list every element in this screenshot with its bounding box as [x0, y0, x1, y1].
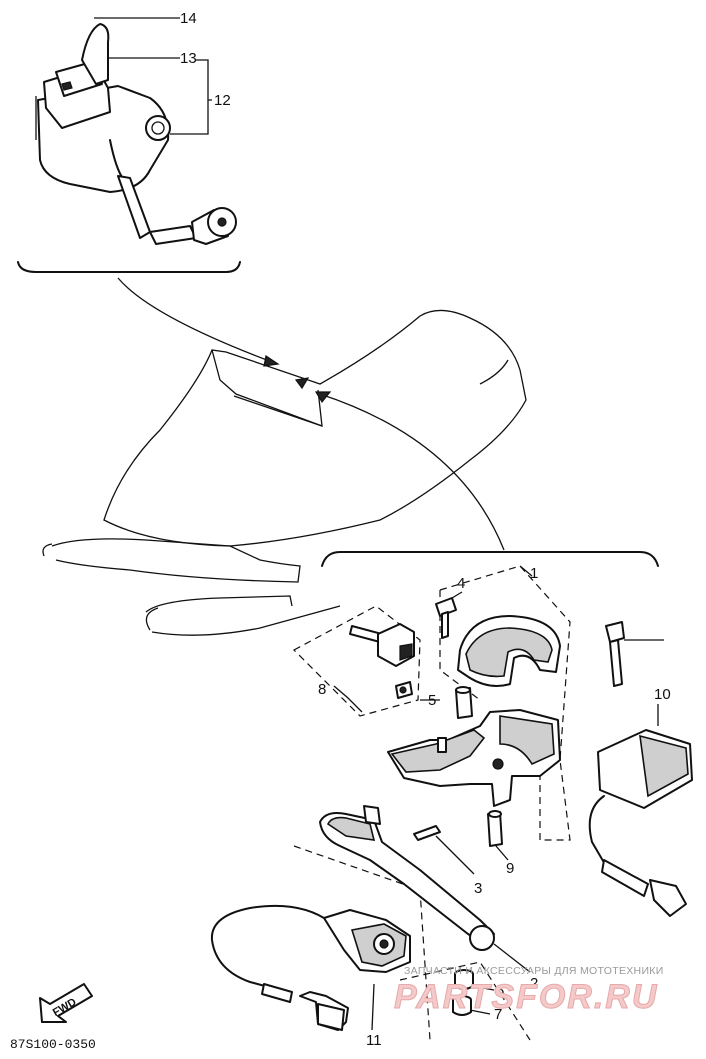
snowmobile-outline	[42, 309, 527, 636]
brake-switch-11	[210, 904, 411, 1031]
callout-2: 2	[530, 975, 538, 992]
brake-lever	[319, 805, 495, 951]
fwd-arrow	[39, 983, 93, 1023]
inset-bracket-bottom	[321, 551, 659, 567]
lever-bracket	[387, 709, 561, 807]
connector-line-a	[117, 277, 273, 363]
leaders-bottom	[333, 565, 664, 1031]
leaders-top	[94, 17, 212, 135]
fwd-label: FWD	[51, 996, 79, 1019]
adjuster-knob	[349, 623, 415, 699]
watermark-caption: ЗАПЧАСТИ И АКСЕССУАРЫ ДЛЯ МОТОТЕХНИКИ	[404, 965, 664, 977]
callout-7: 7	[494, 1006, 502, 1023]
clamp-cover	[457, 615, 561, 687]
cable-tie-15	[605, 621, 625, 687]
callout-12: 12	[214, 92, 231, 109]
callout-14: 14	[180, 10, 197, 27]
connector-line-b	[319, 393, 505, 551]
switch-housing-assembly	[35, 23, 237, 245]
inset-bracket-top	[17, 261, 241, 273]
callout-8: 8	[318, 681, 326, 698]
bolt-3	[413, 825, 441, 841]
callout-3: 3	[474, 880, 482, 897]
control-unit-10	[588, 729, 693, 917]
bolt-9	[487, 810, 503, 847]
callout-13: 13	[180, 50, 197, 67]
watermark: ЗАПЧАСТИ И АКСЕССУАРЫ ДЛЯ МОТОТЕХНИКИ PA…	[394, 965, 664, 1017]
spacers-6-7	[452, 969, 474, 1016]
watermark-brand: PARTSFOR.RU	[394, 978, 658, 1016]
collar-5	[455, 686, 473, 719]
bolt-4	[435, 597, 457, 639]
callout-1: 1	[530, 565, 538, 582]
callout-6: 6	[496, 983, 504, 1000]
diagram-code: 87S100-0350	[10, 1037, 96, 1052]
callout-labels: 14 13 12 1 4 8 5 10 9 3 2 6 7 11 5	[180, 10, 671, 1049]
callout-11: 11	[366, 1032, 382, 1049]
callout-4: 4	[457, 575, 465, 592]
callout-5-a: 5	[428, 692, 436, 709]
callout-9: 9	[506, 860, 514, 877]
callout-10: 10	[654, 686, 671, 703]
